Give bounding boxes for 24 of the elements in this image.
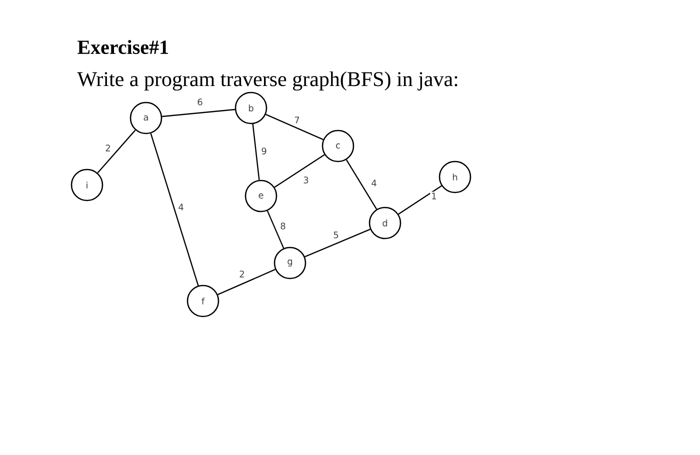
edge-line [346,159,378,210]
edge-label: 1 [430,192,438,200]
edge-line [266,210,284,248]
edge-label: 6 [196,98,204,106]
instruction-text: Write a program traverse graph(BFS) in java: [77,71,458,91]
edge-label: 2 [238,270,246,278]
edge-label: 7 [293,116,301,124]
edge-label: 8 [279,222,287,230]
edge-label: 9 [260,146,268,156]
edge-label: 4 [177,202,185,212]
edge-line [266,114,324,140]
edge-line [150,133,199,286]
edge-line [398,185,442,215]
title: Exercise#1 [78,40,168,54]
edge-line [218,268,276,296]
edge-line [97,130,136,174]
edge-label: 4 [370,178,378,188]
edge-label: 3 [302,176,310,184]
edge-line [274,154,325,188]
edge-line [252,124,260,180]
edge-line [304,228,370,258]
edge-label: 2 [104,144,112,152]
edge-line [162,108,235,118]
edge-label: 5 [332,230,340,240]
